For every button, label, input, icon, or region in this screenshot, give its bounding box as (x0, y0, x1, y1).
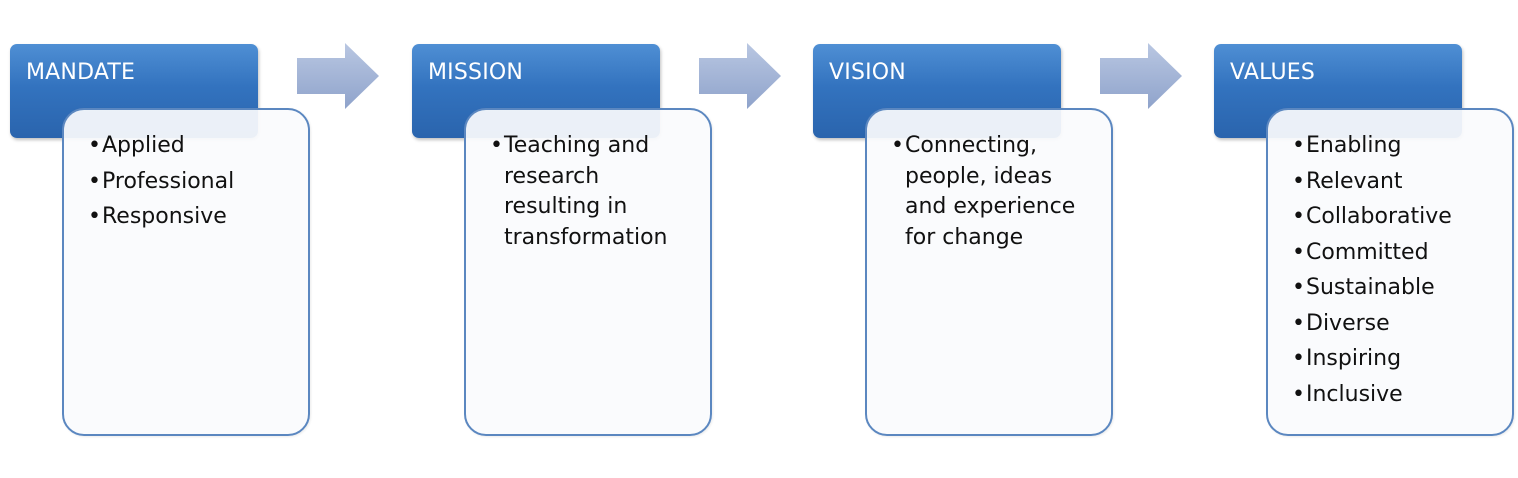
mandate-item: Responsive (88, 202, 294, 233)
mission-card: Teaching and research resulting in trans… (464, 108, 712, 436)
mandate-title: MANDATE (26, 60, 136, 85)
vision-card: Connecting, people, ideas and experience… (865, 108, 1113, 436)
mandate-list: Applied Professional Responsive (88, 131, 294, 233)
values-item: Inclusive (1292, 380, 1498, 411)
values-item: Collaborative (1292, 202, 1498, 233)
arrow-right-icon (297, 43, 379, 109)
mandate-card: Applied Professional Responsive (62, 108, 310, 436)
values-list: Enabling Relevant Collaborative Committe… (1292, 131, 1498, 410)
mission-list: Teaching and research resulting in trans… (490, 131, 696, 253)
mission-item: Teaching and research resulting in trans… (490, 131, 696, 253)
values-item: Diverse (1292, 309, 1498, 340)
values-item: Inspiring (1292, 344, 1498, 375)
mandate-item: Applied (88, 131, 294, 162)
values-title: VALUES (1230, 60, 1316, 85)
vision-item: Connecting, people, ideas and experience… (891, 131, 1097, 253)
values-item: Enabling (1292, 131, 1498, 162)
values-item: Relevant (1292, 167, 1498, 198)
mandate-item: Professional (88, 167, 294, 198)
arrow-right-icon (699, 43, 781, 109)
vision-list: Connecting, people, ideas and experience… (891, 131, 1097, 253)
arrow-right-icon (1100, 43, 1182, 109)
values-card: Enabling Relevant Collaborative Committe… (1266, 108, 1514, 436)
values-item: Committed (1292, 238, 1498, 269)
vision-title: VISION (829, 60, 906, 85)
values-item: Sustainable (1292, 273, 1498, 304)
mission-title: MISSION (428, 60, 524, 85)
